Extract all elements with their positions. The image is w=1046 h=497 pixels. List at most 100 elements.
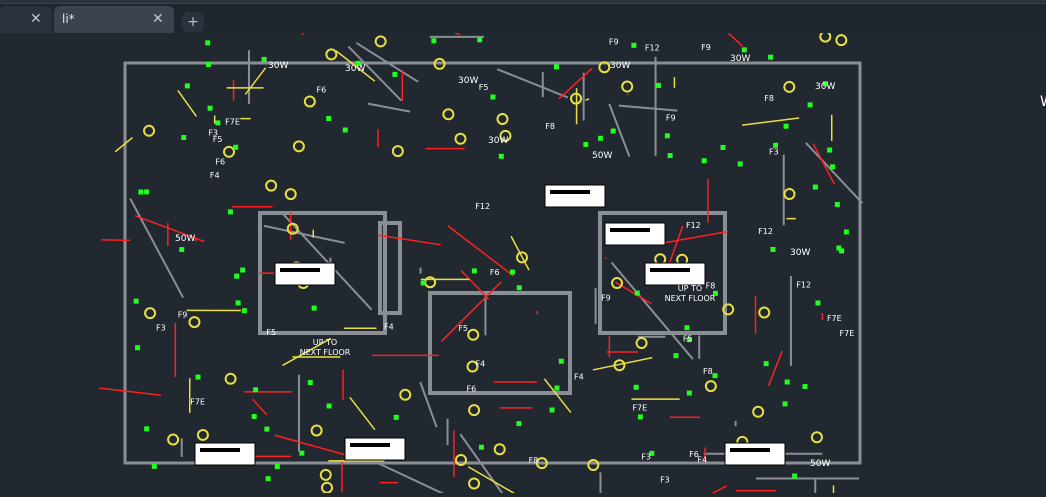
fixture-label: F9 bbox=[666, 114, 676, 123]
outlet-symbol bbox=[702, 158, 707, 163]
outlet-symbol bbox=[499, 154, 504, 159]
outlet-symbol bbox=[185, 83, 190, 88]
outlet-symbol bbox=[839, 248, 844, 253]
light-fixture-symbol bbox=[784, 82, 794, 92]
outlet-symbol bbox=[516, 421, 521, 426]
light-fixture-symbol bbox=[224, 147, 234, 157]
outlet-symbol bbox=[835, 202, 840, 207]
outlet-symbol bbox=[196, 375, 201, 380]
outlet-symbol bbox=[299, 451, 304, 456]
outlet-symbol bbox=[234, 274, 239, 279]
wiring-line bbox=[680, 486, 727, 493]
fixture-label: F7E bbox=[827, 314, 842, 323]
outlet-symbol bbox=[326, 116, 331, 121]
fixture-label: F5 bbox=[458, 324, 468, 333]
outlet-symbol bbox=[152, 464, 157, 469]
close-tab-icon[interactable]: ✕ bbox=[30, 11, 42, 27]
fixture-label: F7E bbox=[190, 397, 205, 406]
fixture-label: F9 bbox=[609, 37, 619, 46]
wattage-label: 30W bbox=[730, 54, 750, 64]
new-tab-button[interactable]: + bbox=[182, 12, 204, 32]
light-fixture-symbol bbox=[322, 483, 332, 493]
fixture-label: F6 bbox=[215, 157, 225, 166]
outlet-symbol bbox=[144, 426, 149, 431]
outlet-symbol bbox=[808, 102, 813, 107]
fixture-label: F4 bbox=[697, 455, 707, 464]
wattage-label: 30W bbox=[815, 82, 835, 92]
outlet-symbol bbox=[134, 299, 139, 304]
outlet-symbol bbox=[327, 403, 332, 408]
title-block-text bbox=[350, 443, 390, 447]
stair-note: UP TO bbox=[313, 338, 337, 347]
light-fixture-symbol bbox=[753, 407, 763, 417]
fixture-label: F12 bbox=[475, 202, 490, 211]
close-tab-icon[interactable]: ✕ bbox=[152, 11, 164, 27]
fixture-label: F7E bbox=[225, 117, 240, 126]
fixture-label: F9 bbox=[178, 310, 188, 319]
wattage-label: 50W bbox=[175, 234, 195, 244]
light-fixture-symbol bbox=[468, 330, 478, 340]
light-fixture-symbol bbox=[400, 390, 410, 400]
title-block-label bbox=[645, 263, 705, 285]
outlet-symbol bbox=[554, 64, 559, 69]
light-fixture-symbol bbox=[321, 470, 331, 480]
outlet-symbol bbox=[215, 120, 220, 125]
light-fixture-symbol bbox=[393, 146, 403, 156]
tab-previous[interactable]: ✕ bbox=[0, 6, 52, 33]
title-block-text bbox=[550, 190, 590, 194]
outlet-symbol bbox=[815, 300, 820, 305]
fixture-label: F6 bbox=[689, 450, 699, 459]
fixture-label: F8 bbox=[545, 122, 555, 131]
outlet-symbol bbox=[343, 128, 348, 133]
outlet-symbol bbox=[830, 164, 835, 169]
light-fixture-symbol bbox=[495, 444, 505, 454]
tab-drawing[interactable]: li* ✕ bbox=[54, 6, 174, 33]
stair-note: UP TO bbox=[678, 284, 702, 293]
light-fixture-symbol bbox=[144, 126, 154, 136]
outlet-symbol bbox=[665, 133, 670, 138]
outlet-symbol bbox=[550, 407, 555, 412]
outlet-symbol bbox=[673, 353, 678, 358]
outlet-symbol bbox=[844, 229, 849, 234]
conduit-line bbox=[350, 397, 375, 429]
light-fixture-symbol bbox=[836, 35, 846, 45]
outlet-symbol bbox=[179, 247, 184, 252]
title-block-text bbox=[650, 268, 690, 272]
title-block-label bbox=[345, 438, 405, 460]
light-fixture-symbol bbox=[326, 49, 336, 59]
outlet-symbol bbox=[394, 415, 399, 420]
fixture-label: F6 bbox=[316, 85, 326, 94]
conduit-line bbox=[585, 99, 589, 101]
title-block-label bbox=[195, 443, 255, 465]
outlet-symbol bbox=[554, 386, 559, 391]
wiring-line bbox=[302, 33, 322, 35]
light-fixture-symbol bbox=[266, 181, 276, 191]
outlet-symbol bbox=[611, 129, 616, 134]
outlet-symbol bbox=[205, 40, 210, 45]
outlet-symbol bbox=[784, 124, 789, 129]
fixture-label: F8 bbox=[529, 456, 539, 465]
fixture-label: F12 bbox=[686, 221, 701, 230]
outlet-symbol bbox=[583, 142, 588, 147]
light-fixture-symbol bbox=[443, 109, 453, 119]
outlet-symbol bbox=[792, 474, 797, 479]
outlet-symbol bbox=[768, 55, 773, 60]
fixture-label: F8 bbox=[764, 94, 774, 103]
outlet-symbol bbox=[720, 145, 725, 150]
outlet-symbol bbox=[827, 148, 832, 153]
wattage-label: 30W bbox=[458, 76, 478, 86]
outlet-symbol bbox=[783, 401, 788, 406]
outlet-symbol bbox=[479, 445, 484, 450]
wiring-line bbox=[707, 33, 742, 46]
fixture-label: F4 bbox=[574, 373, 584, 382]
fixture-label: F7E bbox=[840, 329, 855, 338]
fixture-label: F3 bbox=[769, 147, 779, 156]
outlet-symbol bbox=[684, 325, 689, 330]
light-fixture-symbol bbox=[706, 381, 716, 391]
fixture-label: F6 bbox=[467, 385, 477, 394]
light-fixture-symbol bbox=[189, 317, 199, 327]
fixture-label: F3 bbox=[641, 453, 651, 462]
outlet-symbol bbox=[668, 153, 673, 158]
